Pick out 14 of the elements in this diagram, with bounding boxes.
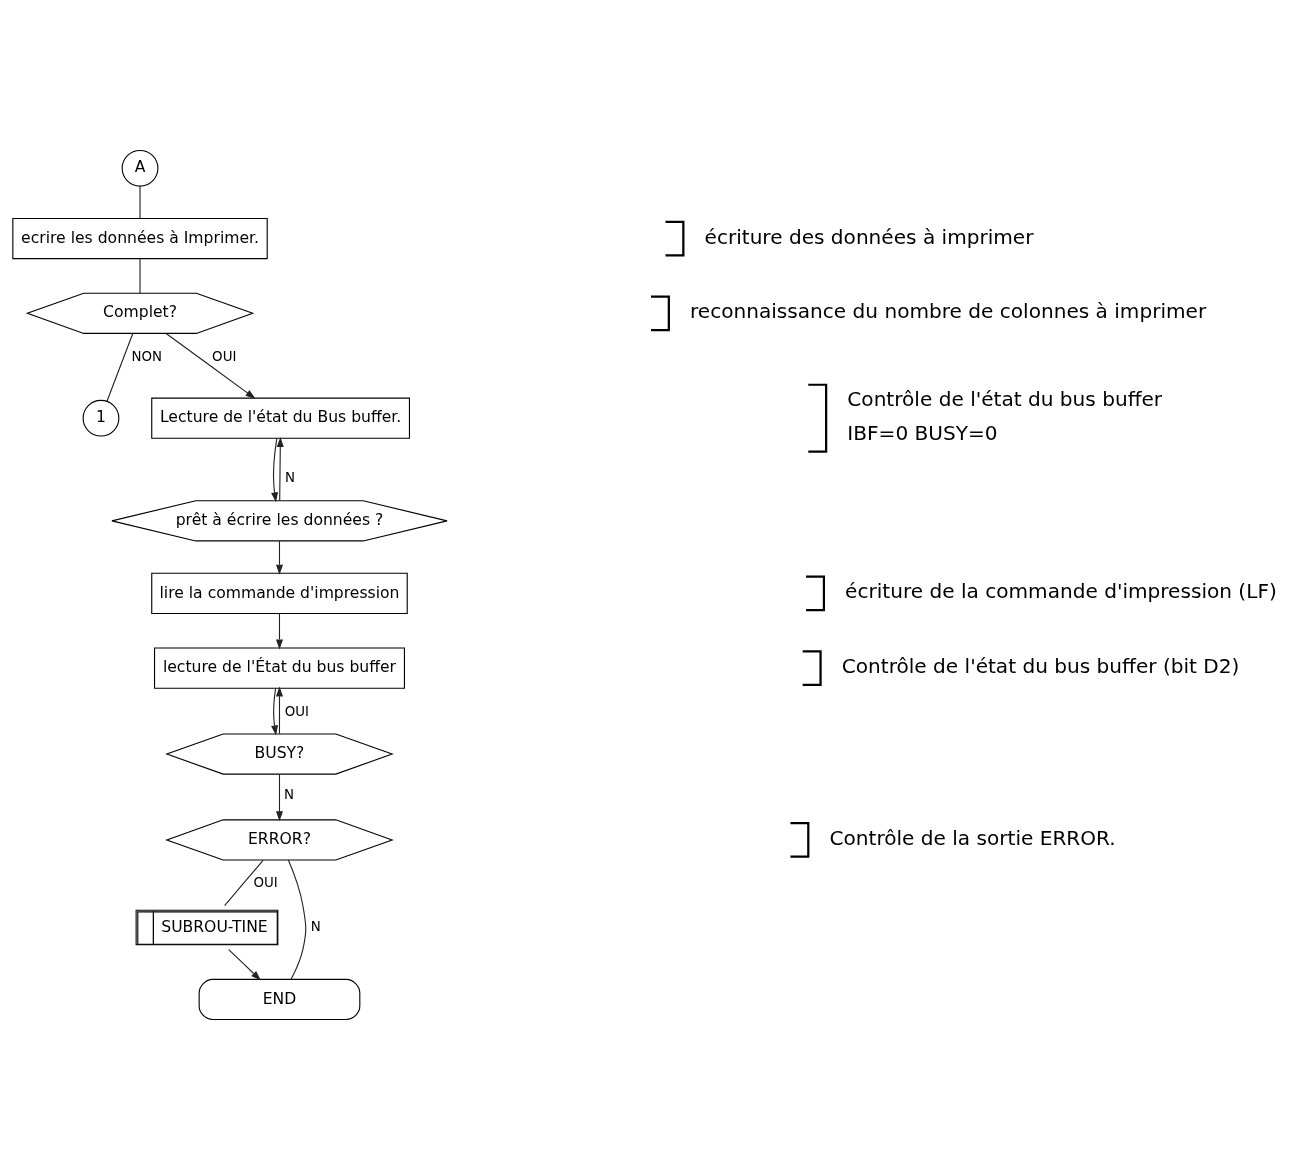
label: écriture des données à imprimer [704, 224, 1034, 249]
edge-label: OUI [284, 703, 309, 719]
edge-label: N [283, 787, 294, 803]
edge-label: OUI [253, 875, 278, 891]
label: IBF=0 BUSY=0 [847, 420, 998, 445]
edge-label: N [285, 470, 296, 486]
label: Contrôle de la sortie ERROR. [829, 825, 1116, 850]
edge-label: NON [131, 348, 162, 364]
label: reconnaissance du nombre de colonnes à imprimer [690, 299, 1207, 324]
label: Contrôle de l'état du bus buffer (bit D2) [841, 654, 1240, 679]
edge-label: N [310, 918, 321, 934]
edge-label: OUI [212, 348, 237, 364]
label: Contrôle de l'état du bus buffer [847, 387, 1163, 412]
label: écriture de la commande d'impression (LF) [845, 579, 1277, 604]
